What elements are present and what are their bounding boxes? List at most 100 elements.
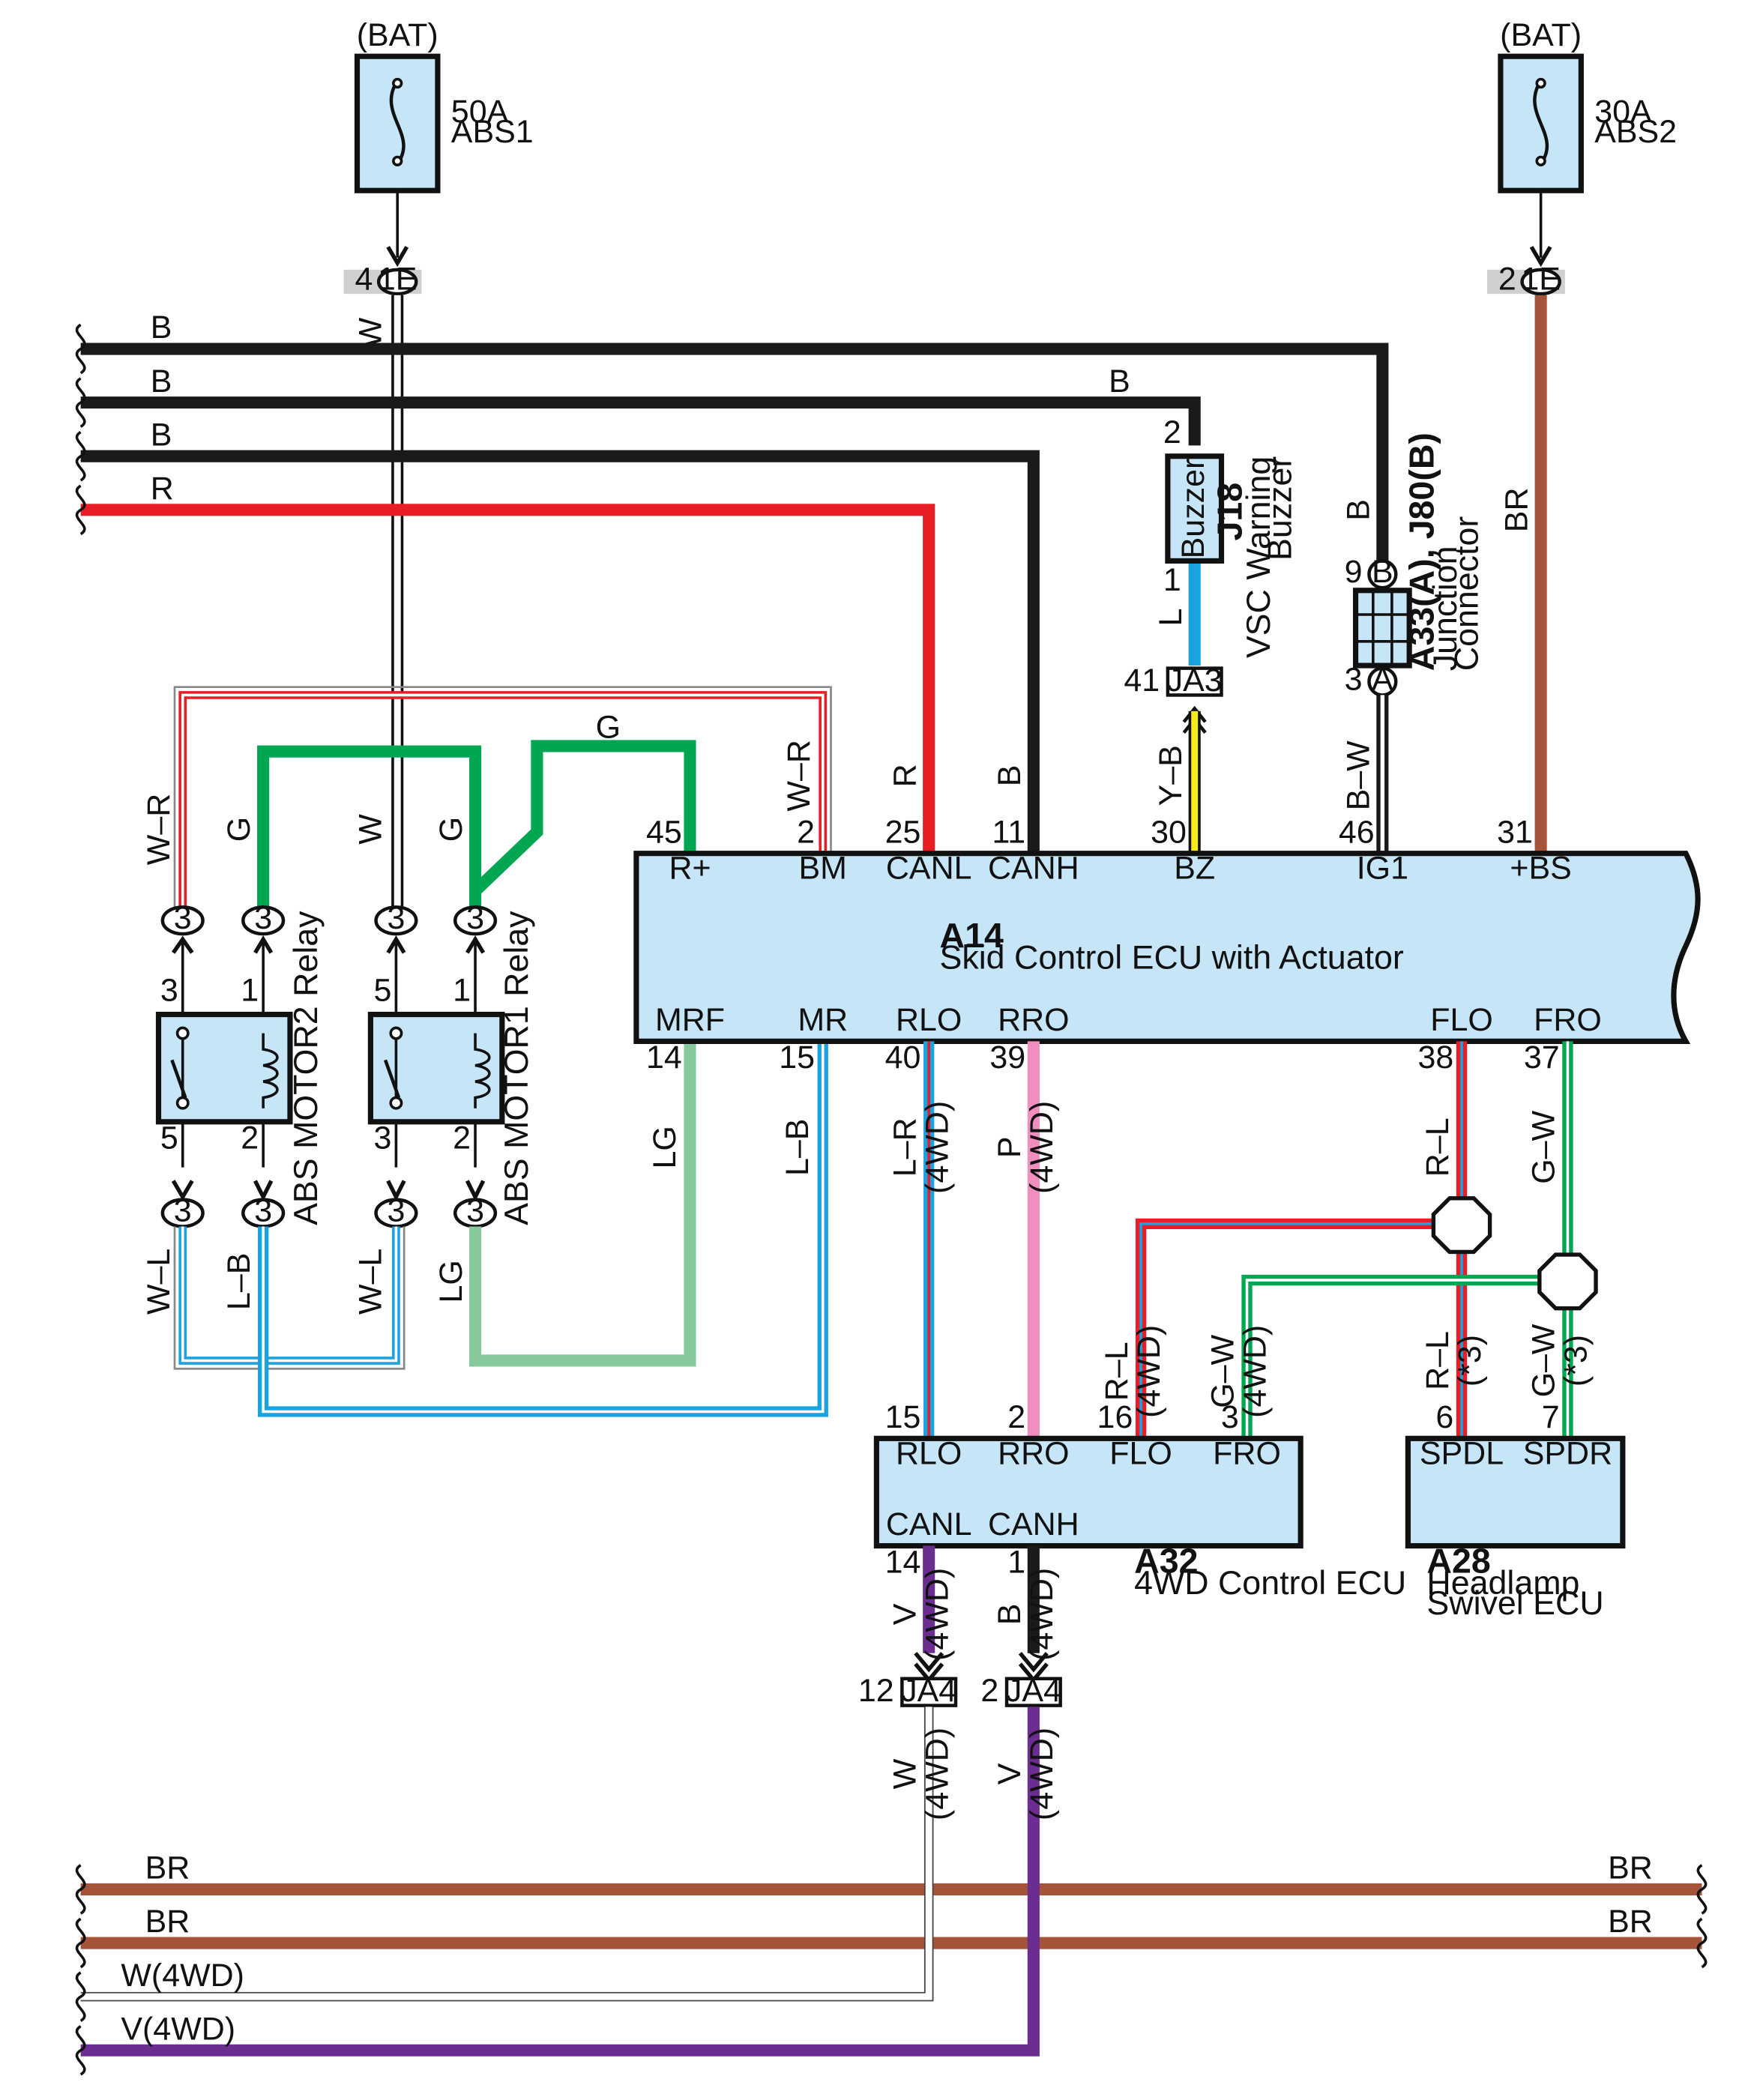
svg-text:(4WD): (4WD): [1024, 1101, 1060, 1194]
fuse-abs1: (BAT) 50A ABS1: [354, 17, 534, 193]
connector-ja4-right: JA4 2: [980, 1673, 1062, 1709]
svg-text:BZ: BZ: [1174, 851, 1215, 887]
headlamp-ecu-desc1: Headlamp: [1426, 1564, 1579, 1602]
svg-text:11: 11: [992, 814, 1026, 850]
fuse-abs2-icon: [1533, 79, 1549, 165]
svg-text:BR: BR: [1499, 488, 1535, 533]
svg-text:6: 6: [1435, 1399, 1453, 1435]
svg-text:MR: MR: [798, 1002, 848, 1038]
buzzer-id: J18: [1210, 483, 1249, 541]
svg-text:W–R: W–R: [141, 794, 177, 865]
left-wire-label-2: B: [151, 363, 172, 399]
svg-text:G–W: G–W: [1526, 1324, 1562, 1397]
svg-text:L: L: [1153, 609, 1189, 627]
vsc-warning-buzzer: Buzzer: [1165, 453, 1225, 564]
svg-text:CANH: CANH: [988, 851, 1079, 887]
svg-text:3: 3: [466, 1192, 484, 1228]
svg-text:RRO: RRO: [998, 1435, 1069, 1471]
wire-break-icon: [75, 1971, 86, 2022]
connector-ja3: JA3 41: [1124, 663, 1223, 699]
svg-text:3: 3: [374, 1120, 392, 1156]
svg-text:(4WD): (4WD): [1131, 1325, 1167, 1418]
svg-text:3: 3: [174, 1192, 192, 1228]
svg-text:16: 16: [1097, 1399, 1133, 1435]
relay-connector-bottom: 3 3 3 3: [160, 1192, 498, 1228]
fuse-abs1-source: (BAT): [357, 17, 438, 53]
svg-text:G: G: [433, 817, 469, 842]
svg-text:W–R: W–R: [781, 740, 817, 811]
svg-text:B: B: [1372, 554, 1393, 590]
svg-text:3: 3: [466, 900, 484, 936]
svg-text:(4WD): (4WD): [919, 1728, 955, 1820]
wire-rl-split: [1135, 1218, 1462, 1439]
svg-text:39: 39: [989, 1040, 1025, 1075]
wire-v-4wd: [80, 1707, 1040, 2057]
junction-id: A33(A), J80(B): [1402, 432, 1441, 671]
wire-break-icon: [75, 484, 86, 536]
junction-connector: [1352, 588, 1412, 669]
svg-text:R: R: [887, 764, 923, 787]
svg-text:15: 15: [885, 1399, 921, 1435]
svg-text:B–W: B–W: [1340, 740, 1376, 811]
wire-break-icon: [75, 430, 86, 482]
svg-text:30: 30: [1151, 814, 1187, 850]
wire-break-icon: [75, 377, 86, 428]
svg-text:3: 3: [1345, 661, 1363, 697]
svg-text:SPDL: SPDL: [1420, 1435, 1504, 1471]
svg-text:B: B: [992, 765, 1028, 787]
ecu-id: A14: [940, 916, 1004, 955]
svg-text:3: 3: [1221, 1399, 1239, 1435]
wire-g-relay: [257, 745, 482, 908]
svg-text:JA4: JA4: [1006, 1673, 1061, 1709]
abs-motor1-relay: 5 1 3 2: [367, 973, 505, 1156]
4wd-ecu-desc: 4WD Control ECU: [1134, 1564, 1406, 1602]
svg-text:2: 2: [453, 1120, 471, 1156]
ecu-desc: Skid Control ECU with Actuator: [940, 939, 1404, 977]
svg-text:Y–B: Y–B: [1153, 745, 1189, 806]
wire-break-icon: [1696, 1864, 1708, 1915]
svg-text:RLO: RLO: [896, 1002, 962, 1038]
splice-point-gw: [1537, 1252, 1598, 1311]
svg-text:FRO: FRO: [1213, 1435, 1281, 1471]
svg-text:1E: 1E: [378, 262, 418, 298]
buzzer-wire-top-label: B: [1109, 363, 1130, 399]
svg-text:2: 2: [797, 814, 815, 850]
headlamp-ecu-desc2: Swivel ECU: [1426, 1584, 1603, 1622]
wire-break-icon: [75, 323, 86, 375]
svg-text:G: G: [221, 817, 257, 842]
wire-gw-split: [1241, 1274, 1568, 1439]
svg-text:3: 3: [254, 1192, 272, 1228]
ecu-bottom-terminals: MRF 14 MR 15 RLO 40 RRO 39 FLO 38 FRO 37: [646, 1002, 1602, 1075]
svg-text:L–R: L–R: [887, 1117, 923, 1177]
left-wire-label-4: R: [151, 471, 174, 507]
svg-text:37: 37: [1524, 1040, 1560, 1075]
wire-w-4wd: [80, 1707, 934, 2002]
svg-text:L–B: L–B: [221, 1253, 257, 1310]
junction-desc1: Junction: [1426, 546, 1464, 672]
svg-text:1E: 1E: [1521, 262, 1561, 298]
svg-text:3: 3: [387, 900, 405, 936]
svg-text:12: 12: [858, 1673, 894, 1709]
svg-text:LG: LG: [433, 1260, 469, 1303]
svg-text:46: 46: [1339, 814, 1375, 850]
svg-text:25: 25: [885, 814, 921, 850]
svg-text:RLO: RLO: [896, 1435, 962, 1471]
svg-text:W(4WD): W(4WD): [121, 1958, 244, 1994]
svg-text:BR: BR: [1608, 1850, 1653, 1886]
svg-text:2: 2: [1007, 1399, 1025, 1435]
skid-control-ecu: [633, 851, 1701, 1044]
wire-break-icon: [75, 2024, 86, 2076]
connector-ja4-left: JA4 12: [858, 1673, 958, 1709]
4wd-ecu-id: A32: [1134, 1541, 1198, 1580]
svg-text:CANL: CANL: [886, 851, 972, 887]
svg-text:1: 1: [453, 973, 471, 1009]
svg-text:V: V: [887, 1603, 923, 1625]
arrow-icon: [171, 1180, 486, 1202]
svg-text:4: 4: [355, 262, 373, 298]
svg-text:JA3: JA3: [1167, 663, 1223, 699]
buzzer-desc2: Buzzer: [1262, 456, 1299, 561]
svg-text:(4WD): (4WD): [1024, 1568, 1060, 1661]
svg-text:BR: BR: [145, 1850, 190, 1886]
svg-text:(4WD): (4WD): [919, 1101, 955, 1194]
relay-coil-icon: [262, 1033, 279, 1108]
